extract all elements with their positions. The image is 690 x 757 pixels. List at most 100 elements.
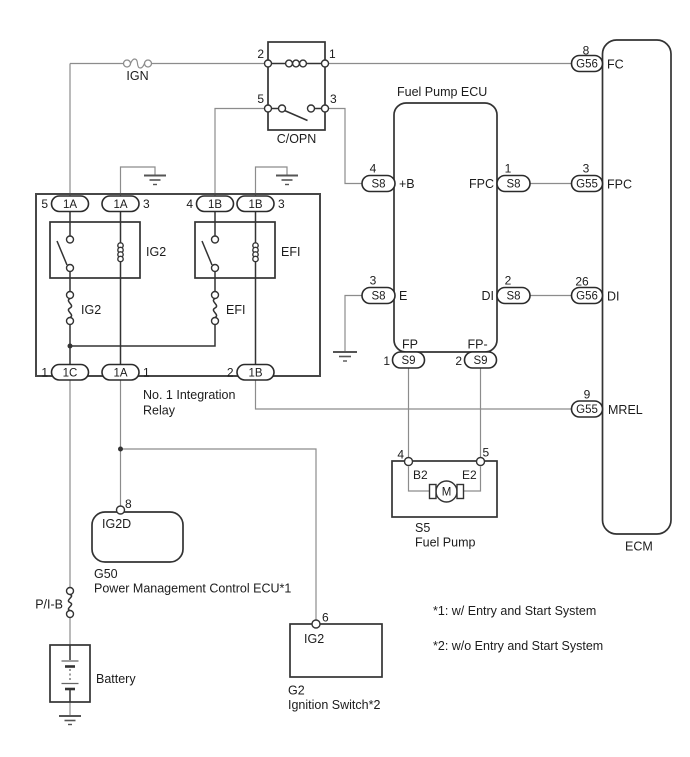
fuel-pump: 4 5 B2 E2 M S5 Fuel Pump [391, 446, 498, 550]
junction-dot [67, 343, 73, 349]
efi-relay-box [194, 221, 276, 279]
junction-dot [118, 446, 123, 452]
connector-id: G56 [576, 59, 598, 71]
pin-number: 1 [143, 366, 150, 380]
pump-pin-icon [403, 456, 414, 467]
pin-number: 2 [227, 366, 234, 380]
pin-number: 1 [383, 354, 390, 368]
fuse-end-icon [65, 586, 75, 596]
pin-number: 26 [575, 275, 589, 289]
copn-pin-1: 1 [329, 47, 336, 61]
integration-relay-name-line1: No. 1 Integration [143, 388, 235, 402]
connector-oval [236, 363, 275, 381]
pin-number: 3 [370, 274, 377, 288]
efi-fuse-label: EFI [226, 303, 245, 317]
coil-loop-icon [252, 255, 259, 263]
terminal-name: MREL [608, 403, 643, 417]
g50-ecu: 8 IG2D G50 Power Management Control ECU*… [91, 446, 291, 596]
fuel-pump-ecu-box [393, 102, 498, 353]
connector-oval [463, 351, 498, 369]
connector-oval [391, 351, 426, 369]
relay-pin-icon [263, 59, 273, 68]
switch-blade-icon [56, 240, 68, 266]
g50-code: G50 [94, 567, 118, 581]
note-2: *2: w/o Entry and Start System [433, 639, 603, 653]
ig2-fuse-label: IG2 [81, 303, 101, 317]
integration-relay-name-line2: Relay [143, 404, 176, 418]
switch-contact-icon [65, 263, 75, 273]
battery-label: Battery [96, 672, 136, 686]
fuse-end-icon [65, 290, 75, 300]
pin-number: 2 [455, 354, 462, 368]
fuse-lead [70, 324, 216, 347]
connector-oval [496, 174, 531, 193]
connector-id: 1B [248, 368, 262, 380]
connector-oval [50, 363, 90, 381]
terminal-name: IG2D [102, 517, 131, 531]
relay-bottom-pins: 1 1C 1A 1 2 1B [41, 363, 275, 381]
terminal-name: FPC [469, 177, 494, 191]
fuse-wave-icon [129, 58, 146, 69]
terminal-name: FP- [468, 338, 488, 352]
connector-oval [50, 195, 90, 213]
copn-relay-label: C/OPN [277, 132, 317, 146]
connector-id: G55 [576, 404, 598, 416]
pin-number: 4 [370, 162, 377, 176]
connector-id: 1B [248, 199, 262, 211]
pin-number: 3 [143, 197, 150, 211]
connector-id: S9 [401, 355, 415, 367]
copn-pin-3: 3 [330, 92, 337, 106]
g50-pin-icon [115, 505, 126, 515]
coil-loop-icon [284, 59, 294, 68]
relay-pin-icon [263, 104, 273, 113]
connector-id: 1A [113, 199, 127, 211]
pin-number: 8 [125, 497, 132, 511]
switch-blade-icon [284, 109, 308, 122]
switch-contact-icon [210, 263, 220, 273]
ground-symbol-efi-coil [276, 174, 298, 186]
efi-relay: EFI [194, 211, 300, 365]
connector-oval [101, 195, 140, 213]
pin-number: 3 [278, 197, 285, 211]
terminal-name: DI [482, 289, 495, 303]
g2-ignition-switch: 6 IG2 G2 Ignition Switch*2 [288, 611, 383, 712]
wire-mrel [254, 380, 572, 410]
pin-number: 5 [41, 197, 48, 211]
pump-pin-icon [475, 456, 486, 467]
connector-id: S8 [371, 179, 385, 191]
wire-copn5-to-relay-1b [214, 107, 268, 196]
ig2-relay-label: IG2 [146, 245, 166, 259]
connector-id: S8 [506, 179, 520, 191]
pin-number: 3 [583, 162, 590, 176]
ecm: ECM 8 G56 FC 3 G55 FPC 26 G56 DI 9 G55 M… [570, 39, 672, 554]
pin-number: 4 [186, 197, 193, 211]
connector-oval [236, 195, 275, 213]
connector-id: S8 [506, 291, 520, 303]
copn-relay-box [267, 41, 326, 131]
ground-symbol-ecu-e [333, 351, 357, 362]
pin-number: 1 [41, 366, 48, 380]
connector-oval [195, 195, 235, 213]
wire-pump-b2-internal [407, 466, 430, 492]
fuse-wave-icon [67, 297, 73, 319]
connector-id: S8 [371, 291, 385, 303]
connector-oval [361, 286, 396, 305]
fuse-end-icon [122, 59, 132, 68]
connector-id: S9 [473, 355, 487, 367]
ign-fuse-label: IGN [126, 69, 148, 83]
switch-contact-icon [65, 235, 75, 244]
relay-pin-icon [320, 104, 330, 113]
copn-pin-5: 5 [257, 92, 264, 106]
ig2-fuse: IG2 [65, 290, 101, 365]
notes: *1: w/ Entry and Start System *2: w/o En… [433, 604, 603, 653]
fuse-end-icon [210, 316, 220, 326]
g2-box [289, 623, 383, 678]
coil-loop-icon [298, 59, 308, 68]
connector-oval [570, 174, 604, 193]
efi-fuse: EFI [67, 290, 245, 349]
motor-brush-icon [456, 483, 465, 500]
connector-oval [570, 54, 604, 73]
motor-label: M [442, 487, 452, 499]
